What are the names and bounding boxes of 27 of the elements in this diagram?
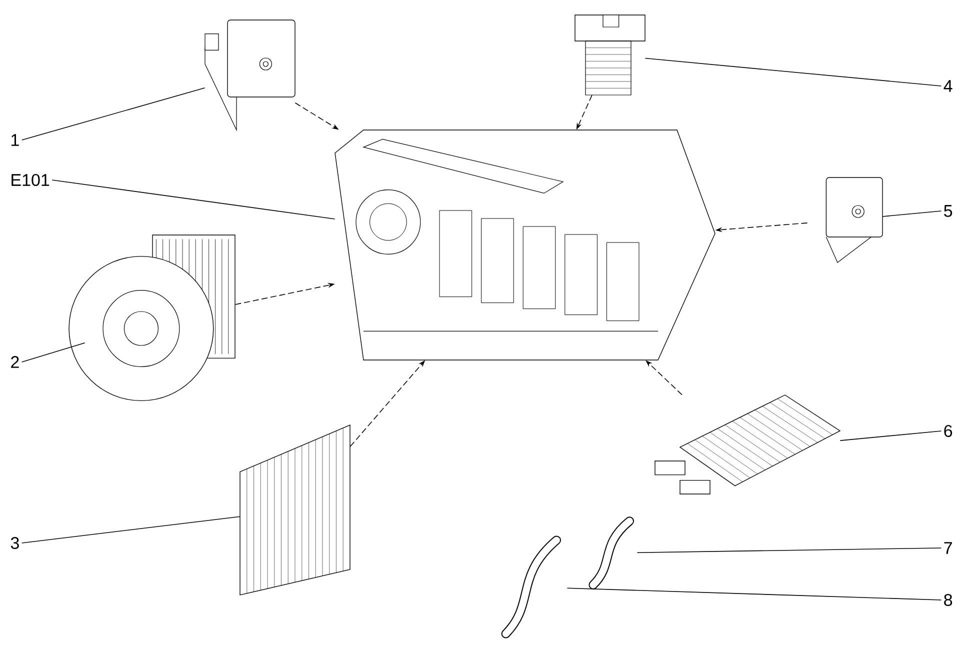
cabin-filter-drawing	[240, 424, 350, 596]
callout-number: 3	[10, 536, 19, 550]
callout-number: 6	[944, 424, 952, 438]
leader-line	[21, 87, 206, 140]
actuator-drawing	[826, 177, 883, 263]
leader-line	[52, 180, 336, 220]
leader-line	[840, 430, 942, 441]
callout-number: 7	[944, 542, 952, 554]
callout-number: E101	[12, 174, 50, 186]
hose-drawing	[501, 536, 561, 638]
callout-number: 1	[12, 134, 19, 146]
heater-core-drawing	[654, 394, 841, 494]
leader-line	[636, 548, 942, 553]
leader-line	[21, 516, 240, 544]
callout-number: 8	[944, 594, 952, 606]
hose-drawing	[588, 516, 634, 590]
callout-number: 2	[11, 356, 19, 368]
leader-line	[566, 588, 942, 600]
callout-number: 5	[944, 205, 952, 217]
callout-number: 4	[944, 80, 952, 92]
heater-unit-drawing	[334, 130, 716, 360]
actuator-drawing	[204, 20, 296, 132]
resistor-drawing	[574, 14, 646, 96]
blower-fan-drawing	[68, 234, 236, 402]
leader-line	[21, 342, 86, 362]
leader-line	[644, 58, 942, 86]
leader-line	[882, 210, 942, 217]
